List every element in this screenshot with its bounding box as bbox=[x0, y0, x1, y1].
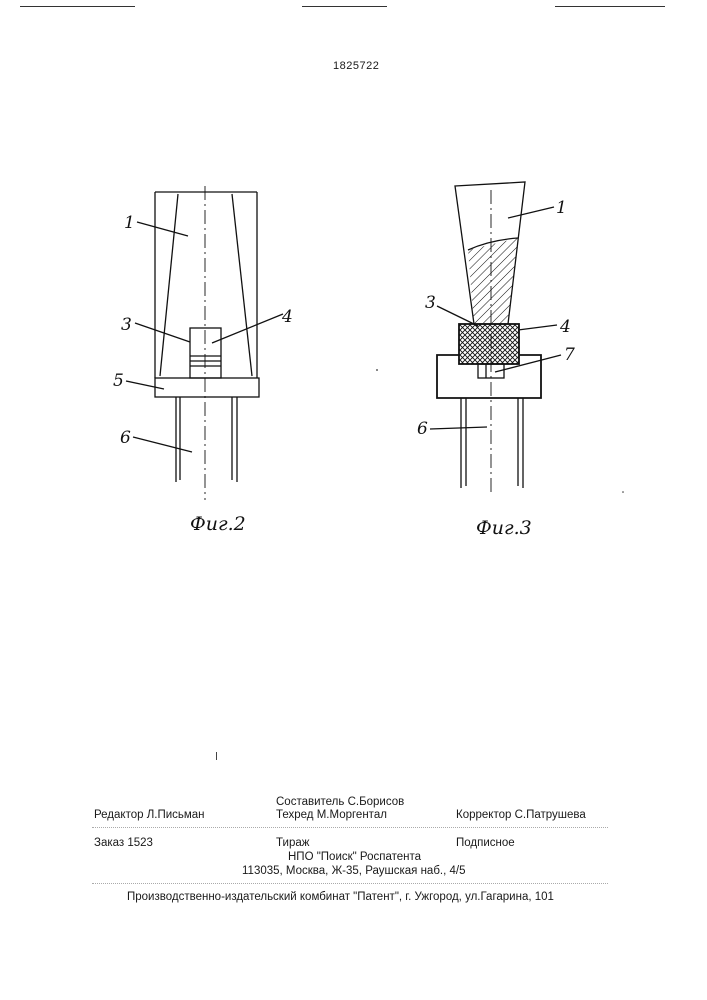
fig3-label-4: 4 bbox=[559, 317, 571, 337]
fig2-caption: Фиг.2 bbox=[190, 513, 246, 535]
fig2-label-5: 5 bbox=[113, 371, 124, 391]
imprint-techred: Техред М.Моргентал bbox=[276, 809, 387, 821]
patent-drawings: 1 3 4 5 6 Фиг.2 1 3 4 7 6 Фиг.3 bbox=[0, 0, 707, 560]
scan-mark bbox=[216, 752, 217, 760]
imprint-circulation: Тираж bbox=[276, 837, 309, 849]
imprint-address: 113035, Москва, Ж-35, Раушская наб., 4/5 bbox=[242, 865, 465, 877]
imprint-divider-bottom bbox=[92, 883, 608, 884]
imprint-compiler: Составитель С.Борисов bbox=[276, 796, 404, 808]
imprint-publisher: Производственно-издательский комбинат "П… bbox=[127, 891, 554, 903]
figure-3-drawing bbox=[430, 182, 561, 495]
fig3-label-6: 6 bbox=[417, 419, 428, 439]
fig2-label-3: 3 bbox=[121, 315, 132, 335]
figure-2-drawing bbox=[126, 186, 283, 500]
imprint-org: НПО "Поиск" Роспатента bbox=[288, 851, 421, 863]
imprint-divider bbox=[92, 827, 608, 828]
fig3-label-7: 7 bbox=[564, 345, 575, 365]
fig3-caption: Фиг.3 bbox=[476, 517, 532, 539]
imprint-order: Заказ 1523 bbox=[94, 837, 153, 849]
imprint-subscription: Подписное bbox=[456, 837, 515, 849]
fig2-label-6: 6 bbox=[120, 428, 131, 448]
imprint-editor: Редактор Л.Письман bbox=[94, 809, 205, 821]
fig3-label-1: 1 bbox=[556, 198, 567, 218]
fig2-label-1: 1 bbox=[124, 213, 135, 233]
fig3-label-3: 3 bbox=[425, 293, 436, 313]
fig2-label-4: 4 bbox=[281, 307, 293, 327]
imprint-corrector: Корректор С.Патрушева bbox=[456, 809, 586, 821]
